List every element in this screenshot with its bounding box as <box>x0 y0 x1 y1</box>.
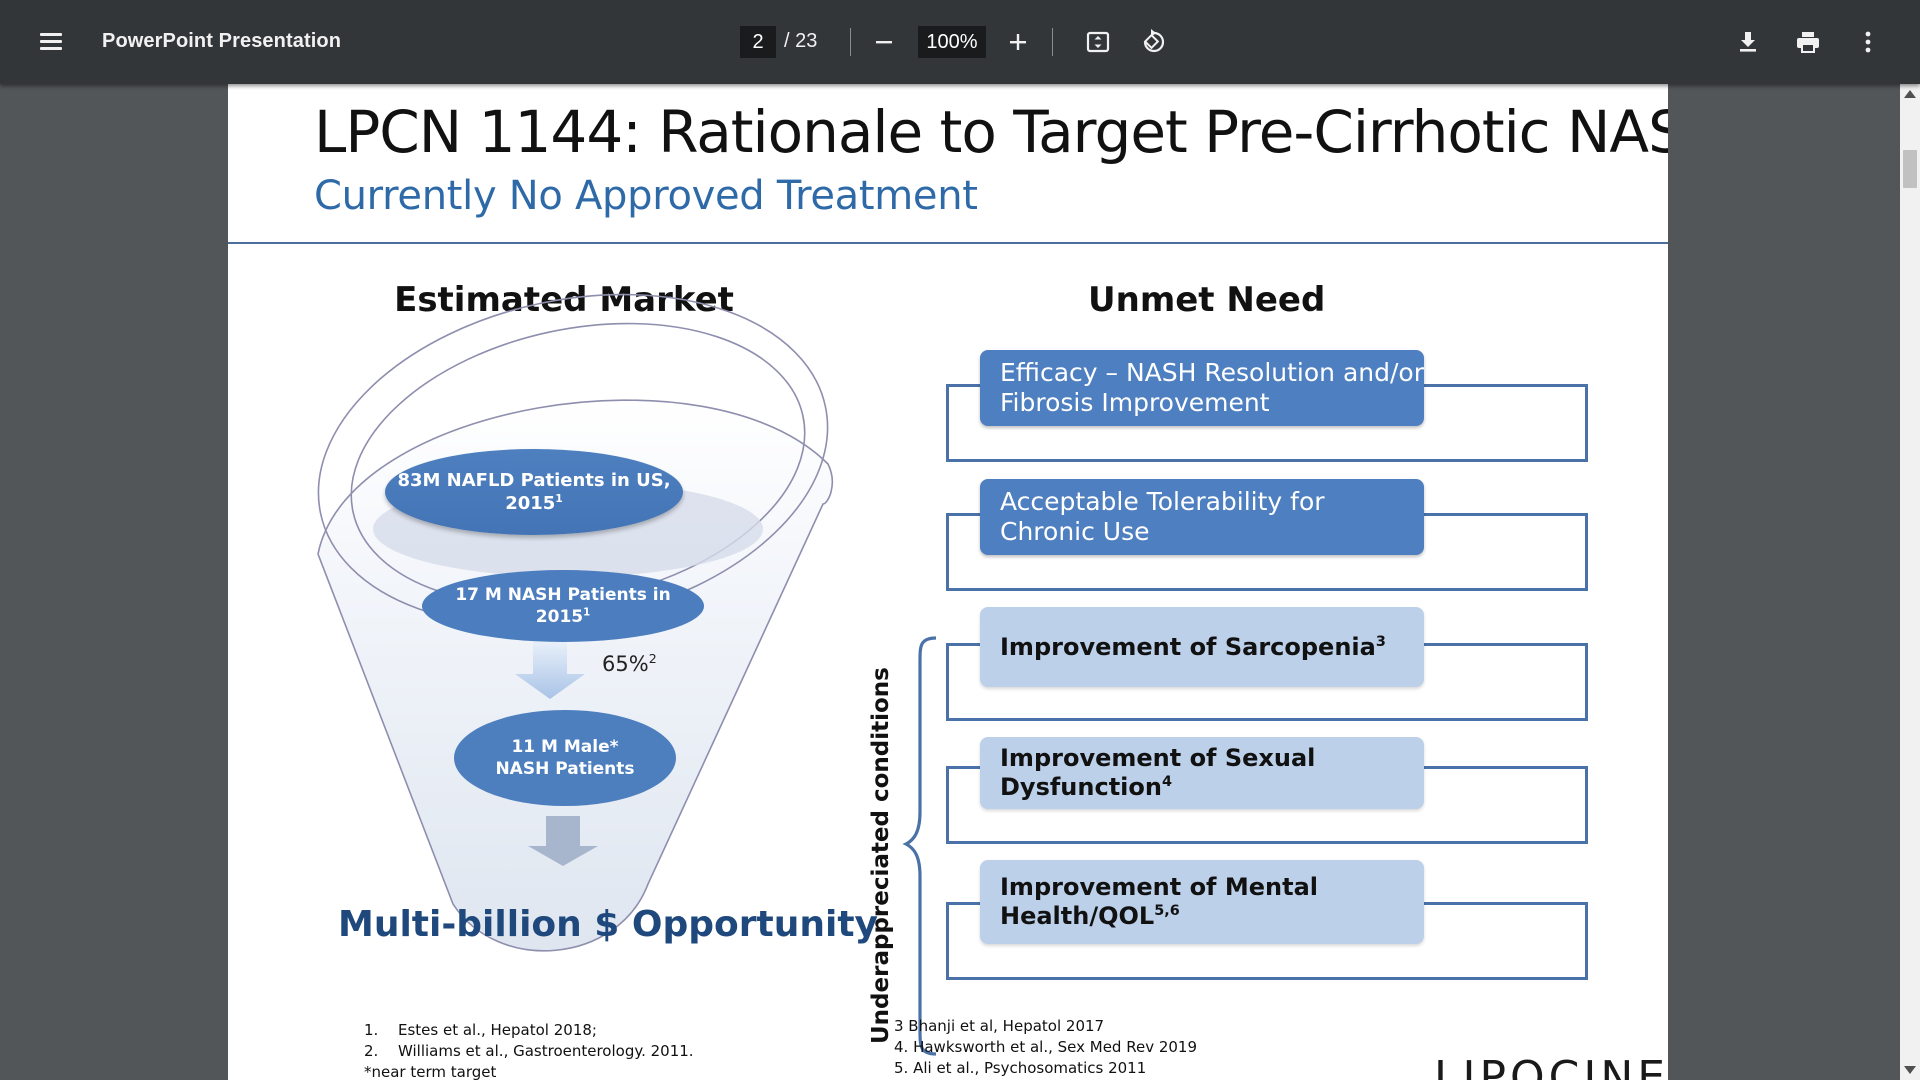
zoom-out-button[interactable] <box>866 24 902 60</box>
slide-subtitle: Currently No Approved Treatment <box>314 173 978 219</box>
references-right: 3 Bhanji et al, Hepatol 2017 4. Hawkswor… <box>894 1016 1197 1079</box>
fit-to-page-button[interactable] <box>1080 24 1116 60</box>
print-icon <box>1797 32 1819 53</box>
need-item-text: Improvement of Sarcopenia <box>1000 632 1376 661</box>
zoom-in-button[interactable] <box>1000 24 1036 60</box>
toolbar-divider <box>1052 28 1053 56</box>
more-options-button[interactable] <box>1850 24 1886 60</box>
ref-number: 2. <box>364 1042 379 1060</box>
document-title: PowerPoint Presentation <box>102 30 342 52</box>
underappreciated-label: Underappreciated conditions <box>868 667 894 1044</box>
tier1-line2: 2015 <box>505 493 556 514</box>
vertical-scrollbar[interactable] <box>1900 84 1920 1080</box>
page-number-input[interactable]: 2 <box>740 26 776 58</box>
rotate-button[interactable] <box>1134 24 1170 60</box>
down-arrow-1 <box>515 642 585 699</box>
down-arrow-2 <box>528 816 598 866</box>
download-button[interactable] <box>1730 24 1766 60</box>
scrollbar-thumb[interactable] <box>1903 150 1917 188</box>
download-icon <box>1740 32 1756 52</box>
need-item-tolerability: Acceptable Tolerability for Chronic Use <box>980 479 1424 555</box>
scroll-down-arrow-icon[interactable] <box>1904 1066 1916 1074</box>
tier1-line1: 83M NAFLD Patients in US, <box>397 469 671 491</box>
tier1-footnote: 1 <box>555 492 563 505</box>
nash-patients-ellipse: 17 M NASH Patients in 20151 <box>422 570 704 642</box>
references-left: 1. Estes et al., Hepatol 2018; 2. Williams… <box>364 1020 694 1080</box>
tier3-line2: NASH Patients <box>495 759 635 779</box>
pdf-toolbar: PowerPoint Presentation 2 / 23 100% <box>0 0 1920 84</box>
need-item-sexual-dysfunction: Improvement of Sexual Dysfunction4 <box>980 737 1424 809</box>
need-item-text: Improvement of Sexual Dysfunction <box>1000 744 1316 801</box>
pdf-page: LPCN 1144: Rationale to Target Pre-Cirrh… <box>228 84 1668 1080</box>
need-item-mental-health: Improvement of Mental Health/QOL5,6 <box>980 860 1424 944</box>
need-item-footnote: 4 <box>1161 774 1172 790</box>
tier2-line1: 17 M NASH Patients in <box>455 584 671 605</box>
need-item-text: Efficacy – NASH Resolution and/or Fibros… <box>1000 358 1424 417</box>
fit-page-icon <box>1086 31 1110 53</box>
tier2-line2: 2015 <box>535 607 584 627</box>
nafld-patients-ellipse: 83M NAFLD Patients in US, 20151 <box>385 449 683 535</box>
ref-text: 3 Bhanji et al, Hepatol 2017 <box>894 1017 1105 1035</box>
need-item-text: Acceptable Tolerability for Chronic Use <box>1000 487 1325 546</box>
ref-text: 4. Hawksworth et al., Sex Med Rev 2019 <box>894 1038 1198 1056</box>
male-nash-ellipse: 11 M Male* NASH Patients <box>454 710 676 806</box>
menu-icon[interactable] <box>34 30 68 54</box>
market-heading: Estimated Market <box>394 280 734 320</box>
percent-value: 65% <box>602 652 649 676</box>
need-item-sarcopenia: Improvement of Sarcopenia3 <box>980 607 1424 687</box>
male-percentage: 65%2 <box>602 652 657 676</box>
toolbar-divider <box>850 28 851 56</box>
need-item-footnote: 5,6 <box>1154 903 1180 919</box>
ref-text: 5. Ali et al., Psychosomatics 2011 <box>894 1059 1147 1077</box>
scroll-up-arrow-icon[interactable] <box>1904 90 1916 98</box>
slide-title: LPCN 1144: Rationale to Target Pre-Cirrh… <box>314 98 1668 166</box>
percent-footnote: 2 <box>648 651 657 666</box>
title-divider <box>228 242 1668 244</box>
rotate-icon <box>1143 29 1165 53</box>
ref-text: Williams et al., Gastroenterology. 2011. <box>398 1042 694 1060</box>
ref-note: *near term target <box>364 1063 497 1080</box>
tier3-line1: 11 M Male* <box>511 736 619 757</box>
more-vertical-icon <box>1865 31 1871 53</box>
lipocine-logo: LIPOCINE <box>1434 1052 1668 1080</box>
print-button[interactable] <box>1790 24 1826 60</box>
unmet-need-heading: Unmet Need <box>1088 280 1326 320</box>
zoom-level-input[interactable]: 100% <box>918 26 986 58</box>
need-item-efficacy: Efficacy – NASH Resolution and/or Fibros… <box>980 350 1424 426</box>
need-item-footnote: 3 <box>1375 633 1386 650</box>
tier2-footnote: 1 <box>583 607 591 619</box>
need-item-text: Improvement of Mental Health/QOL <box>1000 873 1318 930</box>
curly-brace <box>902 636 937 1056</box>
ref-number: 1. <box>364 1021 379 1039</box>
minus-icon <box>876 41 892 44</box>
ref-text: Estes et al., Hepatol 2018; <box>398 1021 597 1039</box>
opportunity-label: Multi-billion $ Opportunity <box>338 904 878 945</box>
plus-icon <box>1010 34 1026 50</box>
page-total: / 23 <box>784 30 818 52</box>
